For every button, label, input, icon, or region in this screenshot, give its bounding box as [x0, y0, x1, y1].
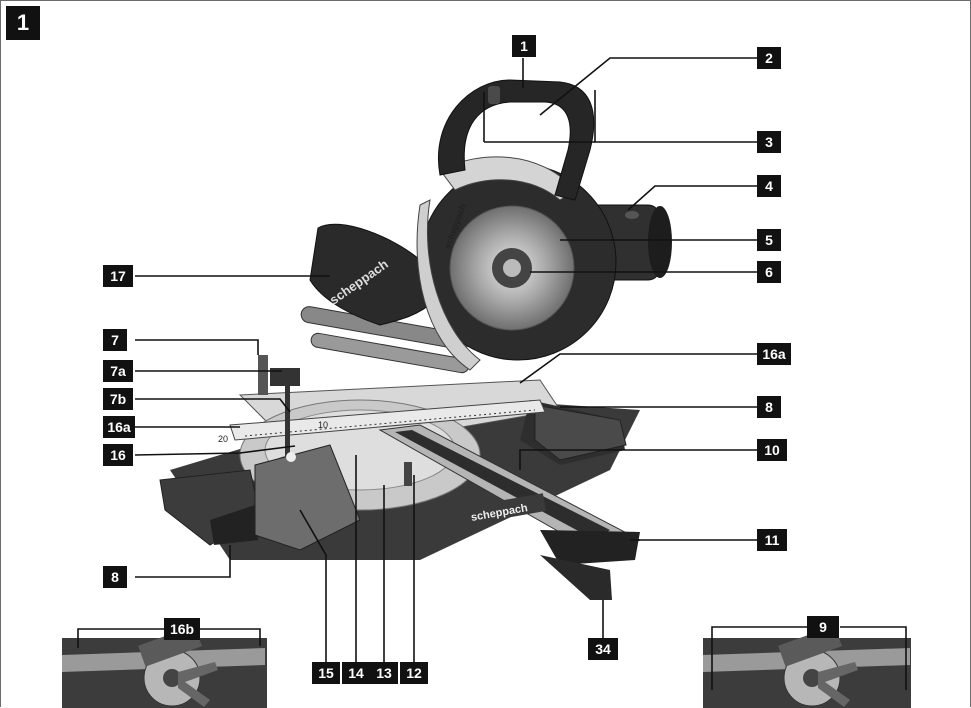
callout-11: 11 — [757, 529, 787, 551]
operating-handle — [438, 79, 595, 201]
callout-5: 5 — [757, 229, 781, 251]
callout-6: 6 — [757, 261, 781, 283]
callout-7a: 7a — [103, 360, 133, 382]
callout-2: 2 — [757, 47, 781, 69]
callout-1: 1 — [512, 35, 536, 57]
callout-15: 15 — [312, 662, 340, 684]
dust-bag: scheppach — [309, 223, 436, 326]
callout-8-right: 8 — [757, 396, 781, 418]
scale-tick-10: 10 — [318, 420, 328, 430]
callout-16a-left: 16a — [103, 416, 135, 438]
figure-number-badge: 1 — [6, 6, 40, 40]
callout-13: 13 — [370, 662, 398, 684]
callout-7: 7 — [103, 329, 127, 351]
callout-12: 12 — [400, 662, 428, 684]
callout-16a-right: 16a — [757, 343, 791, 365]
callout-17: 17 — [103, 265, 133, 287]
callout-10: 10 — [757, 439, 787, 461]
callout-3: 3 — [757, 131, 781, 153]
callout-34: 34 — [588, 638, 618, 660]
workpiece-support-extensions — [159, 404, 627, 546]
leader-lines — [77, 57, 907, 690]
turntable-front — [254, 444, 412, 551]
fence-and-scale: 20 10 — [218, 399, 546, 444]
callout-9: 9 — [807, 616, 839, 638]
callout-16: 16 — [103, 444, 133, 466]
scale-tick-20: 20 — [218, 434, 228, 444]
callout-8-left: 8 — [103, 566, 127, 588]
saw-blade-assembly: scheppach — [416, 156, 617, 371]
callout-16b: 16b — [164, 618, 200, 640]
callout-4: 4 — [757, 175, 781, 197]
front-slide-rail: scheppach — [378, 424, 642, 600]
callout-14: 14 — [342, 662, 370, 684]
inset-detail-9 — [703, 625, 911, 708]
callout-7b: 7b — [103, 388, 133, 410]
